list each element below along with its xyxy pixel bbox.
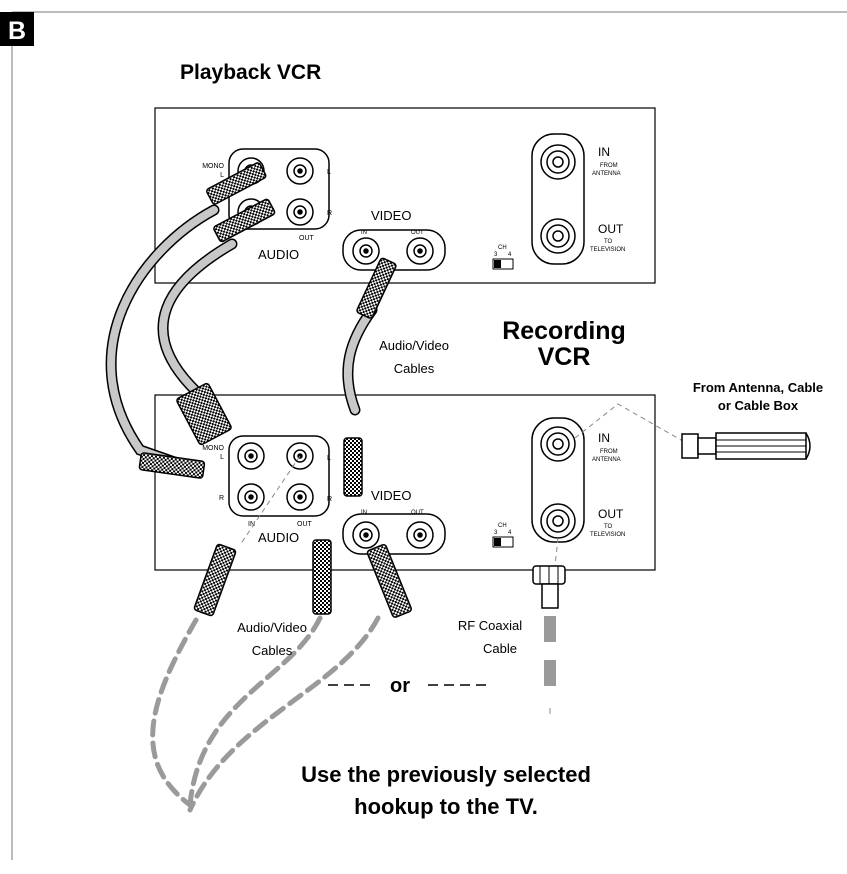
svg-text:OUT: OUT bbox=[411, 230, 424, 236]
svg-text:ANTENNA: ANTENNA bbox=[592, 457, 621, 463]
svg-text:4: 4 bbox=[508, 252, 512, 258]
playback-vcr-title: Playback VCR bbox=[180, 61, 321, 84]
svg-text:OUT: OUT bbox=[411, 510, 424, 516]
svg-text:TELEVISION: TELEVISION bbox=[590, 247, 625, 253]
svg-text:CH: CH bbox=[498, 523, 507, 529]
svg-text:L: L bbox=[220, 172, 224, 179]
rf-coaxial-connector bbox=[532, 565, 566, 714]
svg-text:B: B bbox=[8, 17, 26, 45]
dashed-av-cables-to-tv bbox=[150, 615, 381, 813]
svg-text:TO: TO bbox=[604, 524, 613, 530]
source-label-line2: or Cable Box bbox=[718, 398, 799, 413]
svg-text:TELEVISION: TELEVISION bbox=[590, 532, 625, 538]
svg-text:IN: IN bbox=[598, 431, 610, 445]
svg-text:L: L bbox=[327, 455, 331, 462]
rf-coaxial-label-line1: RF Coaxial bbox=[458, 618, 522, 633]
recording-vcr-panel: MONO L R L R IN OUT AUDIO VIDEO IN OUT I… bbox=[154, 394, 656, 571]
svg-text:R: R bbox=[327, 210, 332, 217]
channel-switch bbox=[492, 258, 514, 270]
svg-text:IN: IN bbox=[361, 510, 367, 516]
svg-text:VIDEO: VIDEO bbox=[371, 488, 411, 503]
svg-text:TO: TO bbox=[604, 239, 613, 245]
svg-text:L: L bbox=[327, 169, 331, 176]
svg-text:IN: IN bbox=[248, 521, 255, 528]
recording-vcr-title-line2: VCR bbox=[538, 343, 591, 371]
video-cable bbox=[342, 304, 378, 416]
svg-text:CH: CH bbox=[498, 245, 507, 251]
audio-cable-left bbox=[105, 204, 220, 470]
svg-text:AUDIO: AUDIO bbox=[258, 530, 299, 545]
or-divider: or bbox=[328, 675, 490, 697]
rca-plug bbox=[138, 162, 412, 618]
av-cables-label-upper-line1: Audio/Video bbox=[379, 338, 449, 353]
svg-text:3: 3 bbox=[494, 252, 498, 258]
svg-text:MONO: MONO bbox=[202, 163, 224, 170]
page-frame bbox=[11, 11, 847, 860]
recording-vcr-title-line1: Recording bbox=[502, 317, 626, 345]
svg-text:OUT: OUT bbox=[297, 521, 313, 528]
svg-text:VIDEO: VIDEO bbox=[371, 208, 411, 223]
antenna-connector bbox=[681, 432, 811, 460]
svg-text:FROM: FROM bbox=[600, 163, 618, 169]
svg-text:or: or bbox=[390, 675, 410, 697]
svg-text:R: R bbox=[327, 496, 332, 503]
av-cables-label-upper-line2: Cables bbox=[394, 361, 435, 376]
svg-text:IN: IN bbox=[598, 145, 610, 159]
av-cables-label-lower-line1: Audio/Video bbox=[237, 620, 307, 635]
svg-text:L: L bbox=[220, 454, 224, 461]
svg-text:R: R bbox=[219, 495, 224, 502]
svg-text:IN: IN bbox=[361, 230, 367, 236]
audio-cable-right bbox=[157, 238, 238, 401]
section-badge: B bbox=[0, 12, 34, 46]
svg-text:MONO: MONO bbox=[202, 445, 224, 452]
rf-coaxial-label-line2: Cable bbox=[483, 641, 517, 656]
svg-text:FROM: FROM bbox=[600, 449, 618, 455]
svg-text:4: 4 bbox=[508, 530, 512, 536]
dashed-guide-lines bbox=[239, 403, 689, 567]
svg-text:OUT: OUT bbox=[598, 507, 624, 521]
footer-instruction-line2: hookup to the TV. bbox=[354, 794, 538, 819]
svg-text:ANTENNA: ANTENNA bbox=[592, 171, 621, 177]
footer-instruction-line1: Use the previously selected bbox=[301, 762, 591, 787]
channel-switch bbox=[492, 536, 514, 548]
source-label-line1: From Antenna, Cable bbox=[693, 380, 823, 395]
svg-text:OUT: OUT bbox=[598, 222, 624, 236]
svg-text:AUDIO: AUDIO bbox=[258, 247, 299, 262]
svg-text:OUT: OUT bbox=[299, 235, 315, 242]
svg-text:3: 3 bbox=[494, 530, 498, 536]
av-cables-label-lower-line2: Cables bbox=[252, 643, 293, 658]
